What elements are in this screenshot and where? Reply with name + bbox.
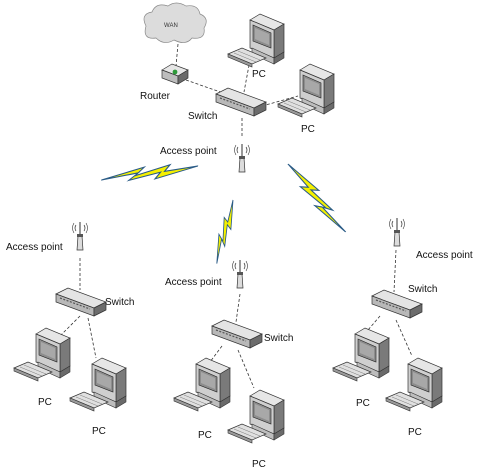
- pc-label: PC: [408, 427, 422, 438]
- pc-icon: [277, 63, 335, 118]
- pc-label: PC: [38, 397, 52, 408]
- wan-cloud-icon: WAN: [143, 2, 207, 43]
- pc-icon: [69, 357, 127, 412]
- router-label: Router: [140, 91, 171, 102]
- router-icon: [161, 63, 189, 85]
- pc-label: PC: [92, 426, 106, 437]
- access-point-icon: [234, 143, 250, 173]
- pc-icon: [332, 327, 390, 382]
- pc-icon: [227, 13, 285, 68]
- access-point-label: Access point: [6, 242, 63, 253]
- switch-label: Switch: [264, 333, 293, 344]
- pc-label: PC: [356, 398, 370, 409]
- pc-label: PC: [198, 430, 212, 441]
- access-point-icon: [232, 259, 248, 289]
- access-point-label: Access point: [165, 277, 222, 288]
- pc-icon: [13, 327, 71, 382]
- access-point-icon: [389, 217, 405, 247]
- switch-icon: [211, 319, 263, 349]
- access-point-label: Access point: [416, 250, 473, 261]
- pc-label: PC: [301, 124, 315, 135]
- switch-label: Switch: [408, 284, 437, 295]
- access-point-icon: [72, 221, 88, 251]
- switch-label: Switch: [188, 111, 217, 122]
- switch-icon: [215, 87, 267, 117]
- switch-icon: [55, 287, 107, 317]
- pc-icon: [173, 357, 231, 412]
- pc-label: PC: [252, 459, 266, 470]
- pc-label: PC: [252, 69, 266, 80]
- middle-links: [209, 293, 255, 389]
- wireless-link-icon: [205, 199, 244, 265]
- left-links: [59, 258, 97, 359]
- access-point-label: Access point: [160, 146, 217, 157]
- top-links: [175, 43, 299, 136]
- pc-icon: [385, 357, 443, 412]
- wireless-link-icon: [271, 163, 362, 233]
- switch-label: Switch: [105, 297, 134, 308]
- pc-icon: [227, 389, 285, 444]
- right-links: [367, 249, 413, 357]
- wan-label: WAN: [164, 23, 178, 29]
